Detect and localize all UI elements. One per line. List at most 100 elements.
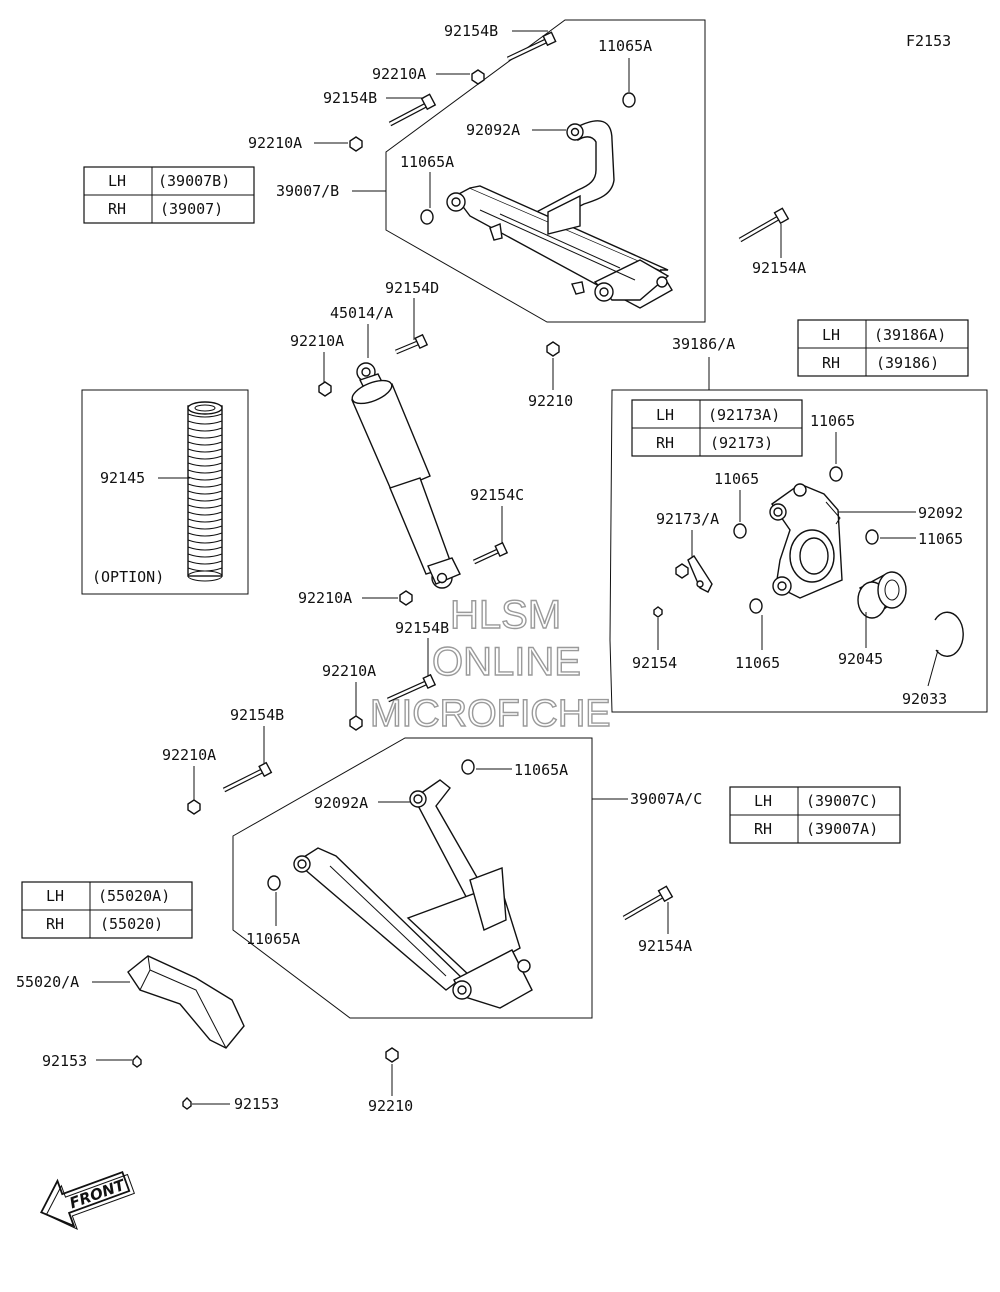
- bolt-92154[interactable]: [653, 606, 663, 618]
- front-arrow-icon: FRONT: [39, 1171, 135, 1231]
- svg-text:(39186): (39186): [876, 354, 939, 372]
- label-92092A-top: 92092A: [466, 121, 520, 139]
- label-92154C: 92154C: [470, 486, 524, 504]
- bearing-92045[interactable]: [857, 571, 907, 619]
- sensor-bracket-92173A[interactable]: [675, 555, 713, 593]
- svg-text:LH: LH: [46, 887, 64, 905]
- svg-text:RH: RH: [754, 820, 772, 838]
- label-92210A-4: 92210A: [298, 589, 352, 607]
- spring-coil: [187, 455, 223, 460]
- knuckle-group-outline: [609, 389, 988, 713]
- circlip-92033[interactable]: [934, 611, 964, 657]
- shock-absorber[interactable]: [349, 362, 461, 589]
- spring-coil: [187, 420, 223, 425]
- label-11065A-2: 11065A: [400, 153, 454, 171]
- upper-a-arm[interactable]: [446, 120, 673, 309]
- label-92154B-3: 92154B: [395, 619, 449, 637]
- svg-text:(39007): (39007): [160, 200, 223, 218]
- label-92210A-1: 92210A: [372, 65, 426, 83]
- washer-11065A-2[interactable]: [420, 209, 434, 225]
- label-92154A-2: 92154A: [638, 937, 692, 955]
- label-92210A-6: 92210A: [162, 746, 216, 764]
- label-92033: 92033: [902, 690, 947, 708]
- spring-bottom: [187, 570, 223, 582]
- spring-coil: [187, 560, 223, 565]
- svg-text:LH: LH: [656, 406, 674, 424]
- figure-code: F2153: [906, 32, 951, 50]
- nut-92210A-1[interactable]: [471, 69, 485, 85]
- nut-92210A-3[interactable]: [318, 381, 332, 397]
- steering-knuckle[interactable]: [769, 483, 843, 599]
- spring-coil: [187, 532, 223, 537]
- label-45014A: 45014/A: [330, 304, 393, 322]
- bolt-92154C[interactable]: [472, 541, 509, 565]
- nut-92210A-5[interactable]: [349, 715, 363, 731]
- spring-coil: [187, 553, 223, 558]
- bolt-92154B-4[interactable]: [222, 761, 273, 793]
- label-11065-4: 11065: [735, 654, 780, 672]
- svg-text:RH: RH: [108, 200, 126, 218]
- svg-text:MICROFICHE: MICROFICHE: [370, 693, 611, 735]
- label-39007AC: 39007A/C: [630, 790, 702, 808]
- bolt-92154D[interactable]: [395, 333, 429, 355]
- svg-text:(92173): (92173): [710, 434, 773, 452]
- label-option: (OPTION): [92, 568, 164, 586]
- label-92173A: 92173/A: [656, 510, 719, 528]
- spring-coil: [187, 413, 223, 418]
- washer-11065-1[interactable]: [829, 466, 843, 482]
- spring-coil: [187, 448, 223, 453]
- label-55020A: 55020/A: [16, 973, 79, 991]
- arm-guard-55020A[interactable]: [127, 955, 245, 1049]
- washer-11065-2[interactable]: [733, 523, 747, 539]
- table-39186: LH (39186A) RH (39186): [797, 319, 969, 377]
- label-92154B-top: 92154B: [444, 22, 498, 40]
- table-39007ac: LH (39007C) RH (39007A): [729, 786, 901, 844]
- svg-text:RH: RH: [656, 434, 674, 452]
- table-39007: LH (39007B) RH (39007): [83, 166, 255, 224]
- label-92210A-5: 92210A: [322, 662, 376, 680]
- bolt-92154A-right[interactable]: [738, 207, 790, 243]
- label-92154B-2: 92154B: [323, 89, 377, 107]
- svg-text:RH: RH: [822, 354, 840, 372]
- washer-11065-3[interactable]: [865, 529, 879, 545]
- washer-11065-4[interactable]: [749, 598, 763, 614]
- label-92210-mid: 92210: [528, 392, 573, 410]
- upper-arm-group-outline: [385, 19, 706, 323]
- nut-92210A-2[interactable]: [349, 136, 363, 152]
- svg-text:LH: LH: [108, 172, 126, 190]
- label-92154B-4: 92154B: [230, 706, 284, 724]
- nut-92210A-4[interactable]: [399, 590, 413, 606]
- nut-92210-bot[interactable]: [385, 1047, 399, 1063]
- label-92153-2: 92153: [234, 1095, 279, 1113]
- nut-92210-mid[interactable]: [546, 341, 560, 357]
- label-92210-bot: 92210: [368, 1097, 413, 1115]
- spring-coil: [187, 511, 223, 516]
- spring-coil: [187, 490, 223, 495]
- nut-92153-2[interactable]: [182, 1097, 192, 1110]
- washer-11065A-top[interactable]: [622, 92, 636, 108]
- bolt-92154B-top[interactable]: [506, 31, 557, 62]
- washer-11065A-3[interactable]: [461, 759, 475, 775]
- bolt-92154B-3[interactable]: [386, 673, 437, 703]
- label-11065A-4: 11065A: [246, 930, 300, 948]
- label-92210A-3: 92210A: [290, 332, 344, 350]
- spring-coil: [187, 518, 223, 523]
- svg-text:LH: LH: [754, 792, 772, 810]
- svg-text:HLSM: HLSM: [450, 593, 561, 637]
- nut-92210A-6[interactable]: [187, 799, 201, 815]
- bolt-92154B-2[interactable]: [388, 93, 437, 127]
- spring-coil: [187, 476, 223, 481]
- spring-coil: [187, 483, 223, 488]
- label-92092: 92092: [918, 504, 963, 522]
- spring-coil: [187, 504, 223, 509]
- nut-92153-1[interactable]: [132, 1055, 142, 1068]
- label-92154D: 92154D: [385, 279, 439, 297]
- bolt-92154A-2[interactable]: [622, 885, 674, 921]
- spring-92145[interactable]: [187, 401, 223, 577]
- washer-11065A-4[interactable]: [267, 875, 281, 891]
- svg-text:(92173A): (92173A): [708, 406, 780, 424]
- lower-a-arm[interactable]: [293, 779, 533, 1009]
- svg-text:LH: LH: [822, 326, 840, 344]
- label-39186A: 39186/A: [672, 335, 735, 353]
- watermark: HLSM ONLINE MICROFICHE: [369, 592, 611, 735]
